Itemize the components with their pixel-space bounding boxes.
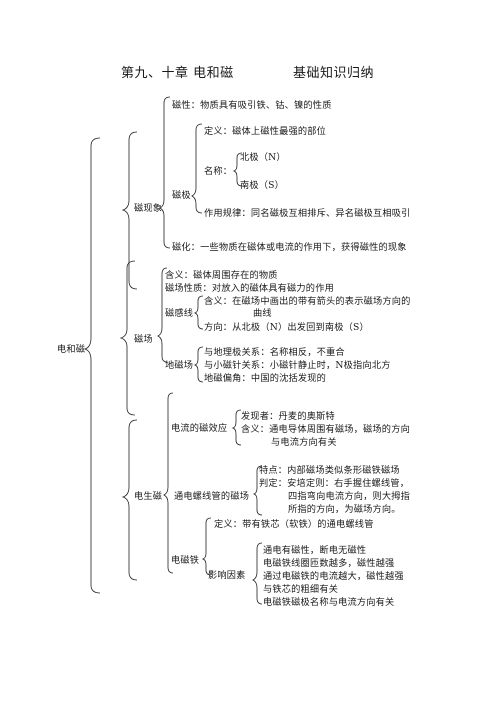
electro-brace <box>121 419 138 581</box>
current-discoverer: 发现者：丹麦的奥斯特 <box>241 411 335 422</box>
earth-relation-geo: 与地理极关系：名称相反，不重合 <box>204 347 345 358</box>
current-brace <box>231 409 242 446</box>
electromagnet-brace <box>201 517 212 576</box>
phenomena-label: 磁现象 <box>134 203 163 214</box>
factor-4: 与铁芯的粗细有关 <box>263 584 339 595</box>
phenomena-brace <box>121 131 138 290</box>
factors-brace <box>252 542 263 605</box>
earth-brace <box>193 346 204 383</box>
fieldlines-definition-2: 曲线 <box>253 308 272 319</box>
magnetization-text: 磁化：一些物质在磁体或电流的作用下，获得磁性的现象 <box>172 242 407 253</box>
factor-1: 通电有磁性，断电无磁性 <box>263 545 367 556</box>
field-meaning: 含义：磁体周围存在的物质 <box>165 270 278 281</box>
solenoid-label: 通电螺线管的磁场 <box>174 491 250 502</box>
earth-relation-needle: 与小磁针关系：小磁针静止时，N极指向北方 <box>204 360 391 371</box>
field-sub-brace <box>157 267 168 363</box>
fieldlines-definition-1: 含义：在磁场中画出的带有箭头的表示磁场方向的 <box>204 296 411 307</box>
current-meaning-2: 与电流方向有关 <box>271 437 337 448</box>
pole-rule: 作用规律：同名磁极互相排斥、异名磁极互相吸引 <box>204 208 411 219</box>
root-label: 电和磁 <box>57 344 86 355</box>
earth-declination: 地磁偏角：中国的沈括发现的 <box>204 373 327 384</box>
fieldlines-brace <box>193 295 204 330</box>
earth-field-label: 地磁场 <box>165 360 194 371</box>
factor-3: 通过电磁铁的电流越大，磁性越强 <box>263 571 404 582</box>
root-brace <box>83 137 101 594</box>
factors-label: 影响因素 <box>208 570 246 581</box>
solenoid-rule-3: 所指的方向，为磁场方向。 <box>288 504 401 515</box>
electro-sub-brace <box>163 392 174 574</box>
pole-brace <box>191 123 203 214</box>
solenoid-rule-2: 四指弯向电流方向，则大拇指 <box>288 491 411 502</box>
names-brace <box>232 152 243 187</box>
phenomena-sub-brace <box>159 96 171 249</box>
solenoid-rule-1: 判定：安培定则：右手握住螺线管， <box>259 478 410 489</box>
current-effect-label: 电流的磁效应 <box>171 423 228 434</box>
pole-label: 磁极 <box>172 190 191 201</box>
pole-definition: 定义：磁体上磁性最强的部位 <box>204 126 327 137</box>
electromagnet-label: 电磁铁 <box>171 555 200 566</box>
pole-north: 北极（N） <box>240 152 286 163</box>
factor-5: 电磁铁磁极名称与电流方向有关 <box>263 597 395 608</box>
title-right: 基础知识归纳 <box>293 66 375 81</box>
field-property: 磁场性质：对放入的磁体具有磁力的作用 <box>165 283 334 294</box>
factor-2: 电磁铁线圈匝数越多，磁性越强 <box>263 558 395 569</box>
field-brace <box>119 260 136 416</box>
title-left: 第九、十章 电和磁 <box>121 66 234 81</box>
fieldlines-label: 磁感线 <box>165 308 194 319</box>
pole-names-label: 名称： <box>204 166 233 177</box>
solenoid-feature: 特点：内部磁场类似条形磁铁磁场 <box>259 465 400 476</box>
current-meaning-1: 含义：通电导体周围有磁场，磁场的方向 <box>241 424 410 435</box>
field-label: 磁场 <box>134 334 153 345</box>
pole-south: 南极（S） <box>240 180 285 191</box>
electromagnet-definition: 定义：带有铁芯（软铁）的通电螺线管 <box>214 519 374 530</box>
solenoid-brace <box>252 465 263 516</box>
magnetism-text: 磁性：物质具有吸引铁、钴、镍的性质 <box>172 100 332 111</box>
fieldlines-direction: 方向：从北极（N）出发回到南极（S） <box>204 322 369 333</box>
electromagnetism-label: 电生磁 <box>134 491 163 502</box>
